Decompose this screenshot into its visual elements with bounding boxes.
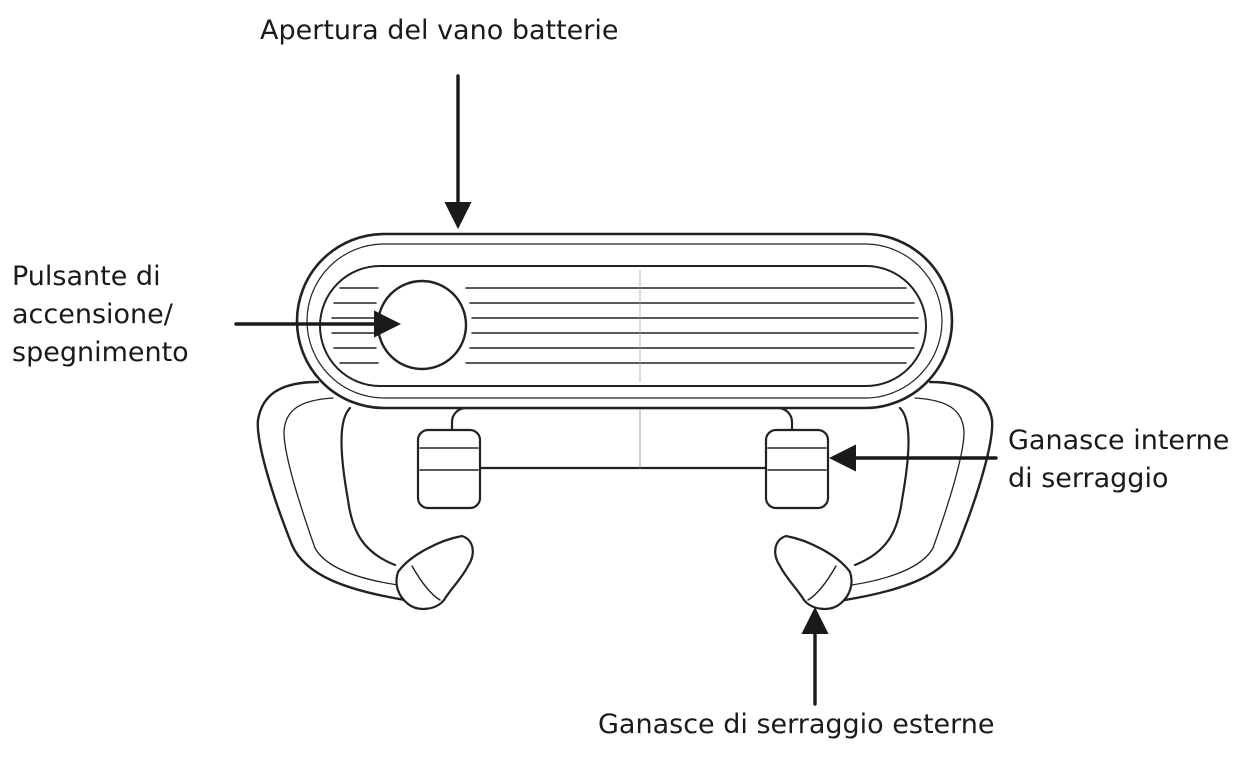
outer-clamp-left <box>256 380 407 602</box>
knob-left <box>395 534 474 610</box>
inner-jaw-right <box>764 428 830 510</box>
label-battery-compartment: Apertura del vano batterie <box>260 15 619 46</box>
device-housing <box>295 232 954 410</box>
vent-grille <box>331 269 919 383</box>
clamp-crossbar <box>450 406 794 470</box>
label-power-button: Pulsante di accensione/ spegnimento <box>12 261 189 368</box>
label-inner-jaws: Ganasce interne di serraggio <box>1008 425 1230 494</box>
knob-right <box>774 534 853 610</box>
inner-jaw-left <box>416 428 482 510</box>
label-outer-jaws: Ganasce di serraggio esterne <box>598 709 995 740</box>
outer-clamp-right <box>843 380 994 602</box>
